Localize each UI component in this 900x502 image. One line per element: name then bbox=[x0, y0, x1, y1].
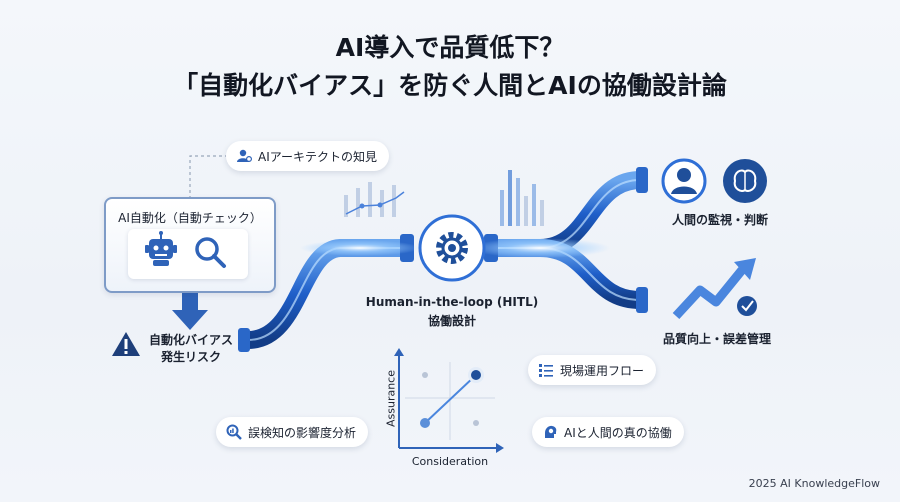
check-icon bbox=[737, 296, 757, 316]
quadrant-plot bbox=[394, 348, 504, 453]
page-title-line2: 「自動化バイアス」を防ぐ人間とAIの協働設計論 bbox=[173, 71, 727, 100]
collaboration-pill: AIと人間の真の協働 bbox=[532, 417, 684, 447]
ai-automation-box: AI自動化（自動チェック） bbox=[104, 197, 276, 293]
pipe-left-cap bbox=[238, 328, 250, 352]
search-chart-icon bbox=[226, 424, 242, 440]
plot-point-high bbox=[471, 370, 481, 380]
risk-label-line1: 自動化バイアス bbox=[148, 333, 233, 347]
brain-icon bbox=[723, 159, 767, 203]
quality-label: 品質向上・誤差管理 bbox=[662, 332, 771, 346]
magnifier-icon bbox=[195, 237, 226, 268]
workflow-pill: 現場運用フロー bbox=[528, 355, 657, 385]
gear-icon bbox=[436, 232, 468, 264]
user-gear-icon bbox=[236, 148, 252, 164]
architect-insight-label: AIアーキテクトの知見 bbox=[258, 149, 378, 164]
mini-bar-chart bbox=[500, 170, 544, 226]
human-judgement-label: 人間の監視・判断 bbox=[671, 213, 768, 227]
hitl-label-line2: 協働設計 bbox=[427, 314, 476, 328]
plot-point-low bbox=[420, 418, 430, 428]
architect-insight-pill: AIアーキテクトの知見 bbox=[226, 141, 390, 171]
head-gear-icon bbox=[542, 424, 558, 440]
axis-label-assurance: Assurance bbox=[384, 370, 398, 428]
collaboration-label: AIと人間の真の協働 bbox=[564, 425, 672, 440]
robot-icon bbox=[145, 231, 177, 266]
warning-icon bbox=[112, 332, 140, 356]
analysis-label: 誤検知の影響度分析 bbox=[248, 425, 357, 440]
hitl-label-line1: Human-in-the-loop (HITL) bbox=[365, 295, 539, 309]
footer-credit: 2025 AI KnowledgeFlow bbox=[748, 477, 880, 490]
list-icon bbox=[538, 362, 554, 378]
down-arrow-icon bbox=[172, 290, 208, 330]
dotted-connector bbox=[189, 155, 228, 197]
risk-label-line2: 発生リスク bbox=[160, 350, 221, 364]
mini-line-chart bbox=[344, 182, 405, 217]
trend-arrow-icon bbox=[672, 258, 756, 320]
analysis-pill: 誤検知の影響度分析 bbox=[216, 417, 369, 447]
ai-automation-label: AI自動化（自動チェック） bbox=[118, 211, 262, 225]
ai-automation-icons bbox=[128, 229, 248, 279]
axis-label-consideration: Consideration bbox=[411, 455, 489, 468]
workflow-label: 現場運用フロー bbox=[560, 363, 645, 378]
person-icon bbox=[661, 158, 707, 204]
page-title-line1: AI導入で品質低下？ bbox=[335, 33, 565, 62]
